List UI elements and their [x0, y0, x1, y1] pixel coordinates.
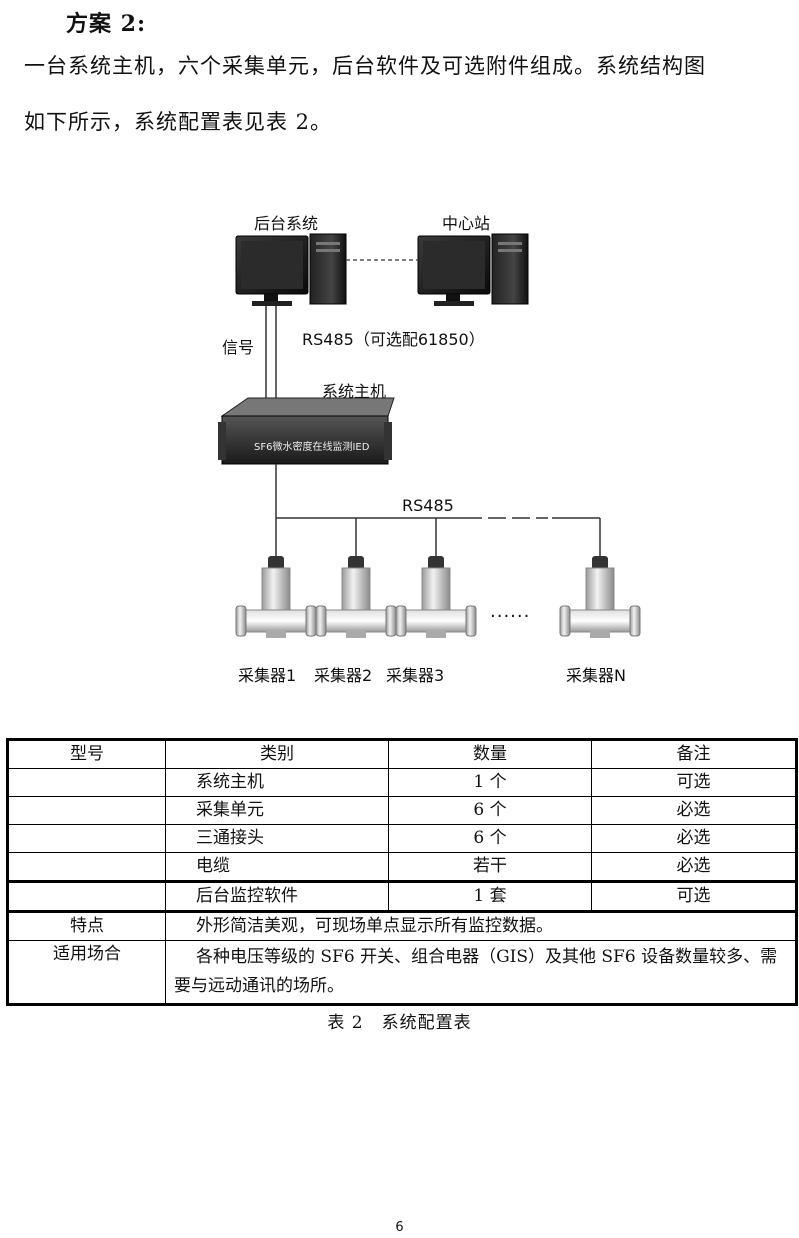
system-structure-diagram: 后台系统 中心站 信号 RS485（可选配61850） 系统主机 SF6微水密度…: [0, 200, 799, 700]
cell-quantity: 若干: [388, 852, 592, 882]
host-panel-text: SF6微水密度在线监测IED: [254, 442, 370, 453]
table-row: 系统主机 1 个 可选: [7, 768, 797, 797]
cell-note: 必选: [591, 852, 797, 882]
backend-system-label: 后台系统: [254, 214, 319, 233]
rs485-optional-label: RS485（可选配61850）: [302, 330, 485, 349]
table-row: 后台监控软件 1 套 可选: [7, 880, 797, 912]
collector-2-icon: [315, 556, 397, 638]
system-host-device-icon: [218, 397, 395, 465]
backend-computer-icon: [235, 233, 347, 306]
feature-row: 特点 外形简洁美观，可现场单点显示所有监控数据。: [7, 910, 797, 941]
collector-3-icon: [395, 556, 477, 638]
header-note: 备注: [591, 739, 797, 769]
feature-label: 特点: [7, 910, 166, 941]
collector-2-label: 采集器2: [314, 666, 373, 685]
cell-category: 电缆: [165, 852, 389, 882]
signal-label: 信号: [222, 338, 255, 357]
table-caption: 表 2 系统配置表: [327, 1013, 472, 1033]
center-station-label: 中心站: [442, 214, 491, 233]
intro-paragraph-line2: 如下所示，系统配置表见表 2。: [24, 110, 333, 134]
cell-category: 后台监控软件: [165, 880, 389, 912]
cell-note: 必选: [591, 824, 797, 853]
scene-label: 适用场合: [7, 940, 166, 1005]
header-category: 类别: [165, 739, 389, 769]
cell-note: 必选: [591, 796, 797, 825]
ellipsis: ······: [490, 606, 531, 627]
intro-paragraph-line1: 一台系统主机，六个采集单元，后台软件及可选附件组成。系统结构图: [24, 54, 706, 78]
collector-3-label: 采集器3: [386, 666, 445, 685]
center-station-computer-icon: [417, 233, 529, 306]
table-row: 三通接头 6 个 必选: [7, 824, 797, 853]
scene-row: 适用场合 各种电压等级的 SF6 开关、组合电器（GIS）及其他 SF6 设备数…: [7, 940, 797, 1005]
cell-category: 系统主机: [165, 768, 389, 797]
cell-quantity: 1 个: [388, 768, 592, 797]
cell-model: [7, 880, 166, 912]
header-quantity: 数量: [388, 739, 592, 769]
cell-quantity: 1 套: [388, 880, 592, 912]
scene-text: 各种电压等级的 SF6 开关、组合电器（GIS）及其他 SF6 设备数量较多、需…: [165, 940, 797, 1005]
table-row: 采集单元 6 个 必选: [7, 796, 797, 825]
rs485-bus-label: RS485: [402, 496, 454, 515]
section-heading: 方案 2:: [66, 11, 147, 37]
feature-text: 外形简洁美观，可现场单点显示所有监控数据。: [165, 910, 797, 941]
collector-n-icon: [559, 556, 641, 638]
cell-quantity: 6 个: [388, 824, 592, 853]
cell-model: [7, 768, 166, 797]
cell-category: 三通接头: [165, 824, 389, 853]
cell-note: 可选: [591, 768, 797, 797]
collector-n-label: 采集器N: [566, 666, 626, 685]
collector-1-icon: [235, 556, 317, 638]
cell-model: [7, 824, 166, 853]
table-header-row: 型号 类别 数量 备注: [7, 739, 797, 769]
collector-1-label: 采集器1: [238, 666, 297, 685]
cell-model: [7, 796, 166, 825]
table-row: 电缆 若干 必选: [7, 852, 797, 882]
cell-category: 采集单元: [165, 796, 389, 825]
cell-note: 可选: [591, 880, 797, 912]
cell-quantity: 6 个: [388, 796, 592, 825]
header-model: 型号: [7, 739, 166, 769]
system-host-label: 系统主机: [322, 382, 387, 401]
system-config-table: 型号 类别 数量 备注 系统主机 1 个 可选 采集单元 6 个 必选 三通接头…: [6, 738, 798, 1006]
page-number: 6: [395, 1220, 404, 1235]
cell-model: [7, 852, 166, 882]
